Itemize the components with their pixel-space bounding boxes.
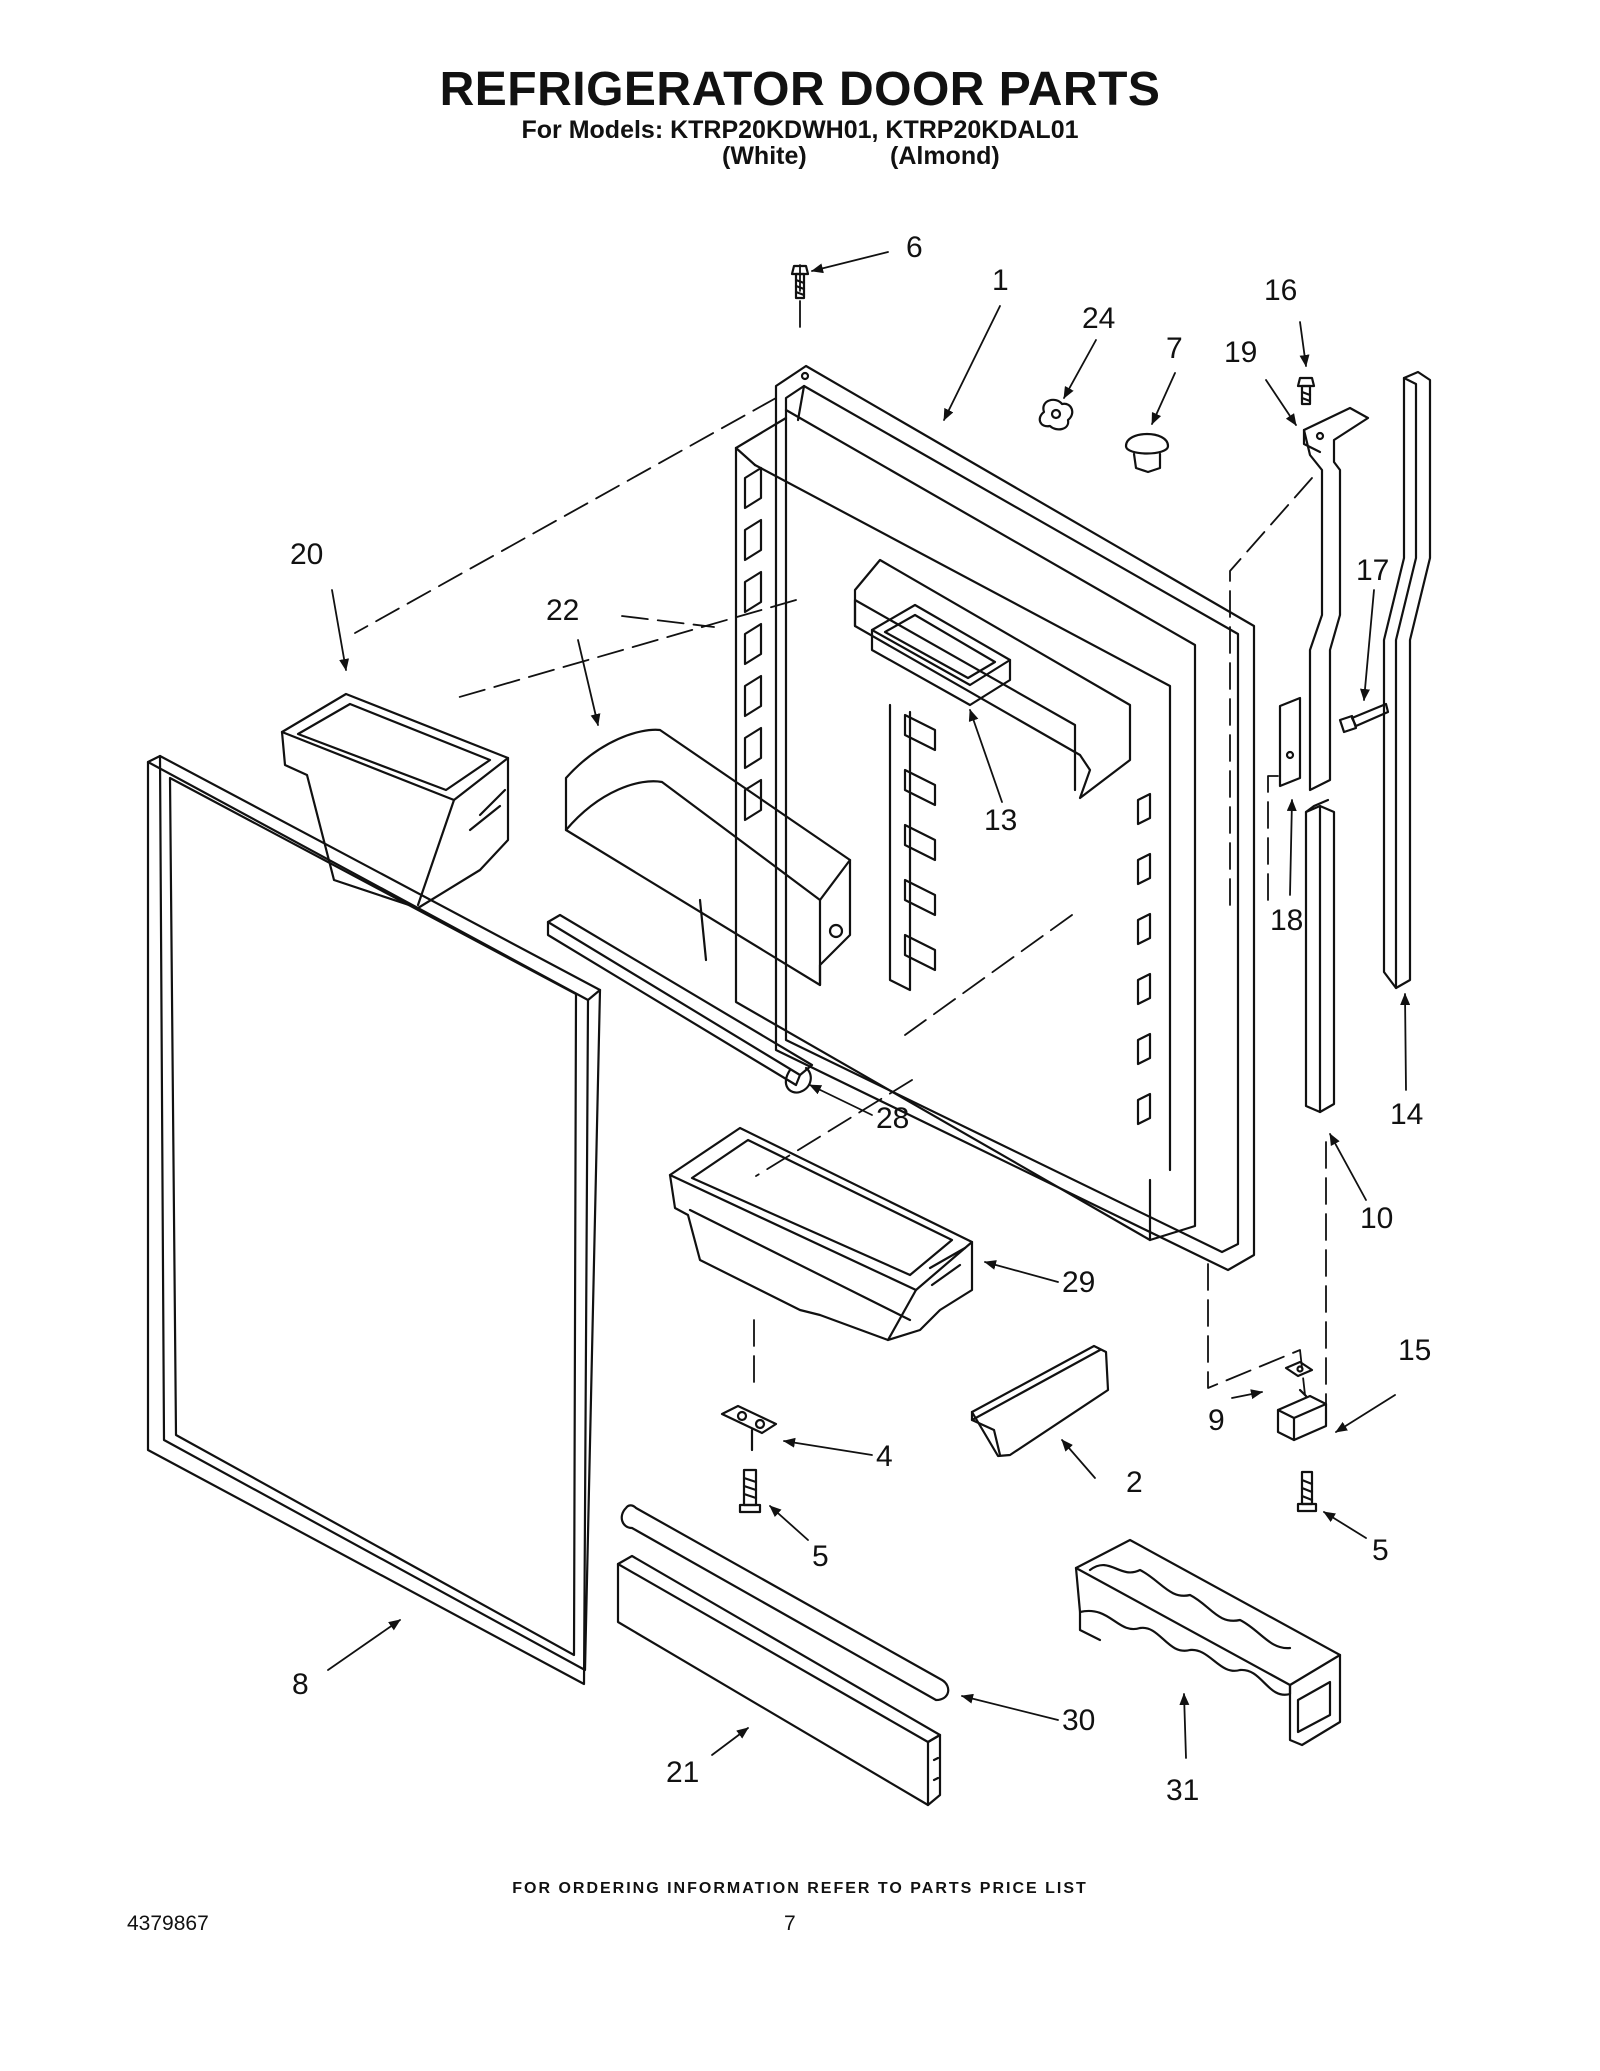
callout-15: 15 bbox=[1398, 1334, 1431, 1367]
callout-5a: 5 bbox=[812, 1540, 829, 1573]
page-title: REFRIGERATOR DOOR PARTS bbox=[439, 63, 1161, 116]
callout-4: 4 bbox=[876, 1440, 893, 1473]
callout-10: 10 bbox=[1360, 1202, 1393, 1235]
hinge-screw-left-part bbox=[738, 1468, 762, 1514]
door-liner-part bbox=[734, 364, 1256, 1272]
plug-button-part bbox=[1038, 398, 1074, 431]
bottom-gasket-strip-part bbox=[620, 1504, 950, 1702]
dairy-cover-part bbox=[564, 728, 852, 987]
color-almond-label: (Almond) bbox=[890, 142, 1000, 170]
callout-31: 31 bbox=[1166, 1774, 1199, 1807]
models-line: For Models: KTRP20KDWH01, KTRP20KDAL01 bbox=[521, 116, 1079, 144]
callout-22: 22 bbox=[546, 594, 579, 627]
callout-leader-lines bbox=[327, 251, 1411, 1759]
callout-13: 13 bbox=[984, 804, 1017, 837]
callout-20: 20 bbox=[290, 538, 323, 571]
shelf-end-cap-part bbox=[970, 1344, 1110, 1458]
door-handle-trim-part bbox=[1382, 370, 1432, 990]
door-trim-strip-part bbox=[546, 913, 814, 1094]
callout-labels: 6 1 24 7 16 19 17 20 22 13 18 14 10 28 2… bbox=[290, 231, 1431, 1807]
callout-19: 19 bbox=[1224, 336, 1257, 369]
large-door-bin-part bbox=[668, 1126, 974, 1342]
callout-8: 8 bbox=[292, 1668, 309, 1701]
callout-17: 17 bbox=[1356, 554, 1389, 587]
page-number: 7 bbox=[784, 1912, 796, 1935]
callout-30: 30 bbox=[1062, 1704, 1095, 1737]
hinge-screw-top-part bbox=[1296, 376, 1316, 406]
callout-18: 18 bbox=[1270, 904, 1303, 937]
color-white-label: (White) bbox=[722, 142, 807, 170]
door-screw-part bbox=[790, 264, 810, 300]
door-gasket-part bbox=[146, 754, 602, 1686]
callout-14: 14 bbox=[1390, 1098, 1423, 1131]
hinge-channel-part bbox=[1304, 798, 1336, 1114]
callout-21: 21 bbox=[666, 1756, 699, 1789]
callout-2: 2 bbox=[1126, 1466, 1143, 1499]
bottom-door-trim-part bbox=[616, 1554, 942, 1807]
lower-hinge-left-part bbox=[720, 1404, 778, 1452]
hinge-screw-right-part bbox=[1296, 1470, 1318, 1513]
egg-tray-part bbox=[1074, 1538, 1342, 1747]
callout-16: 16 bbox=[1264, 274, 1297, 307]
callout-1: 1 bbox=[992, 264, 1009, 297]
assembly-dashed-lines bbox=[354, 264, 1327, 1421]
callout-7: 7 bbox=[1166, 332, 1183, 365]
callout-6: 6 bbox=[906, 231, 923, 264]
callout-24: 24 bbox=[1082, 302, 1115, 335]
callout-9: 9 bbox=[1208, 1404, 1225, 1437]
small-door-bin-part bbox=[280, 692, 510, 910]
ordering-note: FOR ORDERING INFORMATION REFER TO PARTS … bbox=[512, 1880, 1088, 1897]
document-number: 4379867 bbox=[127, 1912, 209, 1935]
dairy-tray-part bbox=[870, 603, 1012, 707]
hinge-shim-part bbox=[1278, 696, 1302, 788]
callout-29: 29 bbox=[1062, 1266, 1095, 1299]
lower-hinge-bracket-part bbox=[1276, 1388, 1328, 1442]
top-hinge-bracket-part bbox=[1302, 406, 1370, 792]
hinge-bolt-part bbox=[1338, 702, 1390, 734]
lower-hinge-shim-part bbox=[1284, 1360, 1314, 1378]
callout-28: 28 bbox=[876, 1102, 909, 1135]
hole-plug-part bbox=[1124, 433, 1170, 474]
callout-5b: 5 bbox=[1372, 1534, 1389, 1567]
